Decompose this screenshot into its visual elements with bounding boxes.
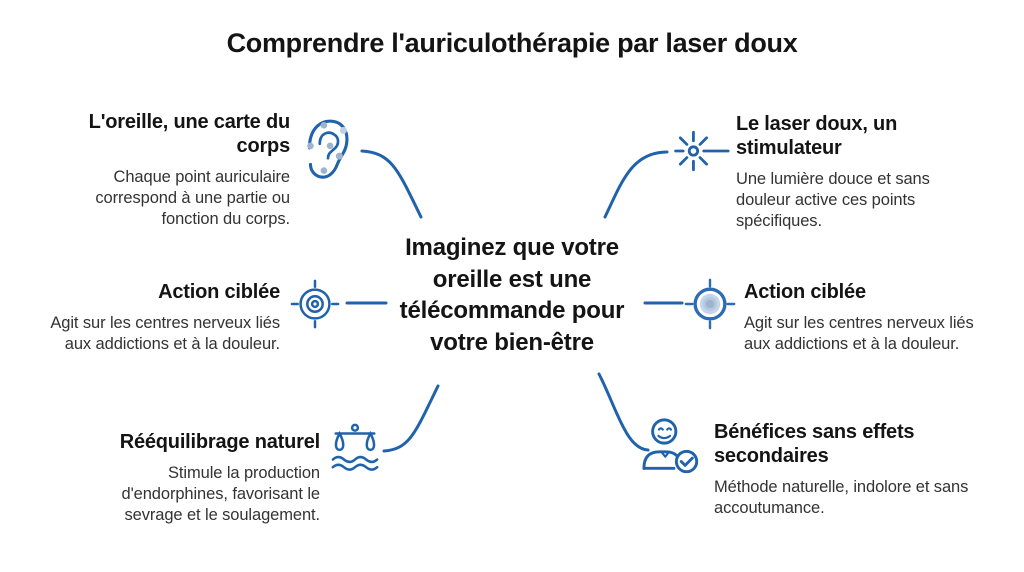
node-description: Agit sur les centres nerveux liés aux ad… (50, 314, 280, 353)
node-soft-laser: Le laser doux, un stimulateur Une lumièr… (736, 112, 970, 232)
node-title: Rééquilibrage naturel (119, 431, 320, 453)
connector-bottom-right (597, 372, 650, 452)
node-description: Agit sur les centres nerveux liés aux ad… (744, 314, 974, 353)
node-ear-map: L'oreille, une carte du corps Chaque poi… (40, 110, 291, 230)
person-check-icon (637, 416, 707, 478)
node-title: Action ciblée (744, 281, 866, 303)
connector-top-right (603, 150, 669, 219)
connector-bottom-left (382, 384, 440, 453)
ear-icon (297, 117, 359, 185)
center-statement: Imaginez que votre oreille est une téléc… (399, 234, 625, 357)
node-title: Le laser doux, un stimulateur (736, 113, 898, 159)
node-description: Méthode naturelle, indolore et sans acco… (714, 478, 969, 517)
laser-burst-icon (670, 128, 730, 174)
node-title: Bénéfices sans effets secondaires (714, 421, 915, 467)
balance-scales-icon (326, 421, 384, 473)
node-description: Chaque point auriculaire correspond à un… (95, 168, 290, 228)
target-filled-icon (684, 278, 736, 330)
node-natural-rebalancing: Rééquilibrage naturel Stimule la product… (66, 430, 320, 526)
node-description: Stimule la production d'endorphines, fav… (121, 464, 321, 524)
node-description: Une lumière douce et sans douleur active… (736, 170, 930, 230)
page-title: Comprendre l'auriculothérapie par laser … (226, 28, 798, 58)
node-title: Action ciblée (158, 281, 280, 303)
node-title: L'oreille, une carte du corps (88, 111, 291, 157)
target-outline-icon (290, 279, 340, 329)
connector-top-left (360, 149, 423, 219)
node-targeted-action-right: Action ciblée Agit sur les centres nerve… (744, 280, 984, 355)
node-benefits: Bénéfices sans effets secondaires Méthod… (714, 420, 980, 519)
node-targeted-action-left: Action ciblée Agit sur les centres nerve… (38, 280, 280, 355)
